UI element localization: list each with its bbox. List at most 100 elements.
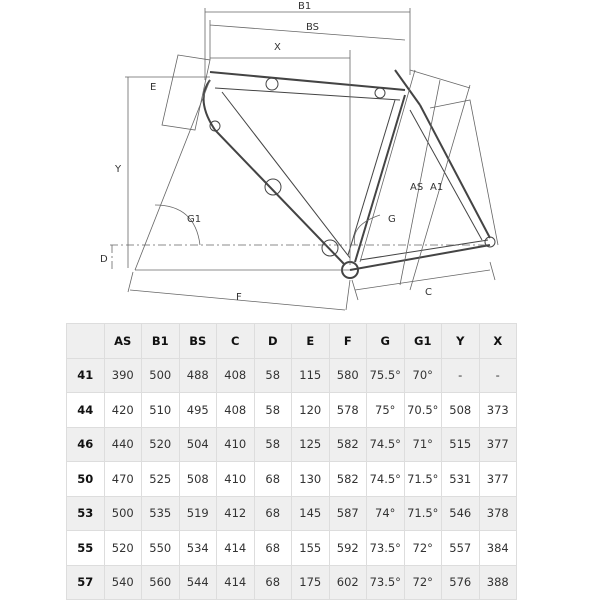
value-cell: 68 xyxy=(253,564,292,600)
value-cell: 592 xyxy=(328,530,367,566)
value-cell: 378 xyxy=(478,495,517,531)
value-cell: 384 xyxy=(478,530,517,566)
label-y: Y xyxy=(114,164,122,175)
value-cell: 495 xyxy=(178,392,217,428)
value-cell: 74.5° xyxy=(366,426,405,462)
value-cell: 520 xyxy=(103,530,142,566)
label-d: D xyxy=(100,254,108,265)
value-cell: 408 xyxy=(216,357,255,393)
value-cell: 130 xyxy=(291,461,330,497)
value-cell: 73.5° xyxy=(366,564,405,600)
value-cell: 508 xyxy=(441,392,480,428)
value-cell: 72° xyxy=(403,564,442,600)
value-cell: 546 xyxy=(441,495,480,531)
value-cell: 125 xyxy=(291,426,330,462)
value-cell: 535 xyxy=(141,495,180,531)
value-cell: 120 xyxy=(291,392,330,428)
column-header: F xyxy=(328,323,367,359)
value-cell: 582 xyxy=(328,461,367,497)
value-cell: 373 xyxy=(478,392,517,428)
value-cell: 70.5° xyxy=(403,392,442,428)
value-cell: 587 xyxy=(328,495,367,531)
value-cell: - xyxy=(478,357,517,393)
value-cell: 540 xyxy=(103,564,142,600)
value-cell: 388 xyxy=(478,564,517,600)
column-header: C xyxy=(216,323,255,359)
value-cell: 58 xyxy=(253,357,292,393)
value-cell: 580 xyxy=(328,357,367,393)
value-cell: 560 xyxy=(141,564,180,600)
value-cell: 377 xyxy=(478,426,517,462)
value-cell: 510 xyxy=(141,392,180,428)
value-cell: - xyxy=(441,357,480,393)
value-cell: 440 xyxy=(103,426,142,462)
label-x: X xyxy=(274,42,281,53)
label-c: C xyxy=(425,287,432,298)
label-bs: BS xyxy=(306,22,319,33)
value-cell: 500 xyxy=(141,357,180,393)
value-cell: 58 xyxy=(253,392,292,428)
value-cell: 582 xyxy=(328,426,367,462)
value-cell: 115 xyxy=(291,357,330,393)
column-header: B1 xyxy=(141,323,180,359)
label-g1: G1 xyxy=(187,214,201,225)
column-header: X xyxy=(478,323,517,359)
size-cell: 57 xyxy=(66,564,105,600)
value-cell: 414 xyxy=(216,530,255,566)
size-cell: 46 xyxy=(66,426,105,462)
size-cell: 55 xyxy=(66,530,105,566)
value-cell: 412 xyxy=(216,495,255,531)
value-cell: 175 xyxy=(291,564,330,600)
value-cell: 531 xyxy=(441,461,480,497)
value-cell: 544 xyxy=(178,564,217,600)
value-cell: 410 xyxy=(216,461,255,497)
value-cell: 58 xyxy=(253,426,292,462)
value-cell: 68 xyxy=(253,495,292,531)
column-header: D xyxy=(253,323,292,359)
value-cell: 550 xyxy=(141,530,180,566)
value-cell: 519 xyxy=(178,495,217,531)
column-header: Y xyxy=(441,323,480,359)
value-cell: 515 xyxy=(441,426,480,462)
value-cell: 557 xyxy=(441,530,480,566)
value-cell: 414 xyxy=(216,564,255,600)
value-cell: 500 xyxy=(103,495,142,531)
value-cell: 155 xyxy=(291,530,330,566)
value-cell: 72° xyxy=(403,530,442,566)
value-cell: 71.5° xyxy=(403,461,442,497)
down-tube-inner xyxy=(347,99,396,256)
chainstay xyxy=(349,244,491,271)
label-f: F xyxy=(236,292,242,303)
column-header: AS xyxy=(103,323,142,359)
seatstay xyxy=(359,239,489,261)
value-cell: 602 xyxy=(328,564,367,600)
label-g: G xyxy=(388,214,396,225)
value-cell: 534 xyxy=(178,530,217,566)
size-cell: 50 xyxy=(66,461,105,497)
head-tube xyxy=(394,69,421,106)
column-header: BS xyxy=(178,323,217,359)
value-cell: 520 xyxy=(141,426,180,462)
size-cell: 53 xyxy=(66,495,105,531)
value-cell: 68 xyxy=(253,461,292,497)
size-cell: 41 xyxy=(66,357,105,393)
value-cell: 488 xyxy=(178,357,217,393)
value-cell: 70° xyxy=(403,357,442,393)
seat-tube-inner xyxy=(221,91,351,259)
value-cell: 420 xyxy=(103,392,142,428)
value-cell: 74° xyxy=(366,495,405,531)
value-cell: 74.5° xyxy=(366,461,405,497)
value-cell: 73.5° xyxy=(366,530,405,566)
label-as: AS xyxy=(410,182,423,193)
column-header: E xyxy=(291,323,330,359)
label-a1: A1 xyxy=(430,182,443,193)
value-cell: 470 xyxy=(103,461,142,497)
label-e: E xyxy=(150,82,156,93)
